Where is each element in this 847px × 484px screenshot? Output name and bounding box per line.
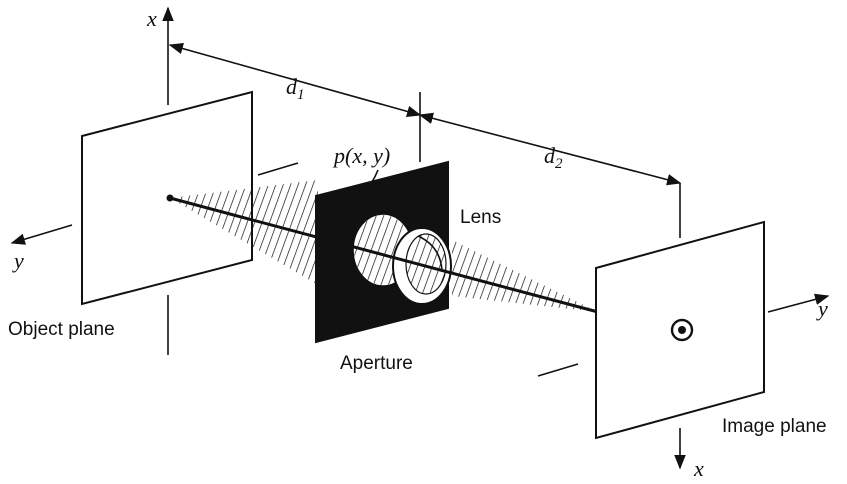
axis-y-right-label: y (816, 296, 828, 321)
distance-2-label: d2 (544, 143, 563, 172)
lens-inner (405, 233, 447, 295)
dimension-d2-arrow (418, 112, 682, 186)
light-cone-outgoing (452, 240, 598, 312)
object-y-axis-right (257, 162, 299, 176)
lens-curvature (417, 235, 443, 271)
distance-1-label: d1 (286, 74, 305, 103)
image-y-axis-right (767, 293, 830, 313)
light-cone-incoming (170, 180, 318, 285)
image-plane-label: Image plane (722, 416, 827, 437)
pupil-pointer (359, 169, 379, 199)
image-spot-center (678, 326, 686, 334)
aperture-label: Aperture (340, 353, 413, 374)
axis-x-top-label: x (146, 6, 157, 31)
pupil-function-label: p(x, y) (332, 143, 390, 168)
axis-x-bottom-label: x (693, 456, 704, 481)
dimension-d1-arrow (168, 42, 422, 118)
axis-y-left-label: y (12, 248, 24, 273)
object-y-axis-left (10, 224, 73, 245)
lens-label: Lens (460, 207, 501, 228)
image-y-axis-left (537, 363, 579, 377)
object-plane-label: Object plane (8, 319, 115, 340)
